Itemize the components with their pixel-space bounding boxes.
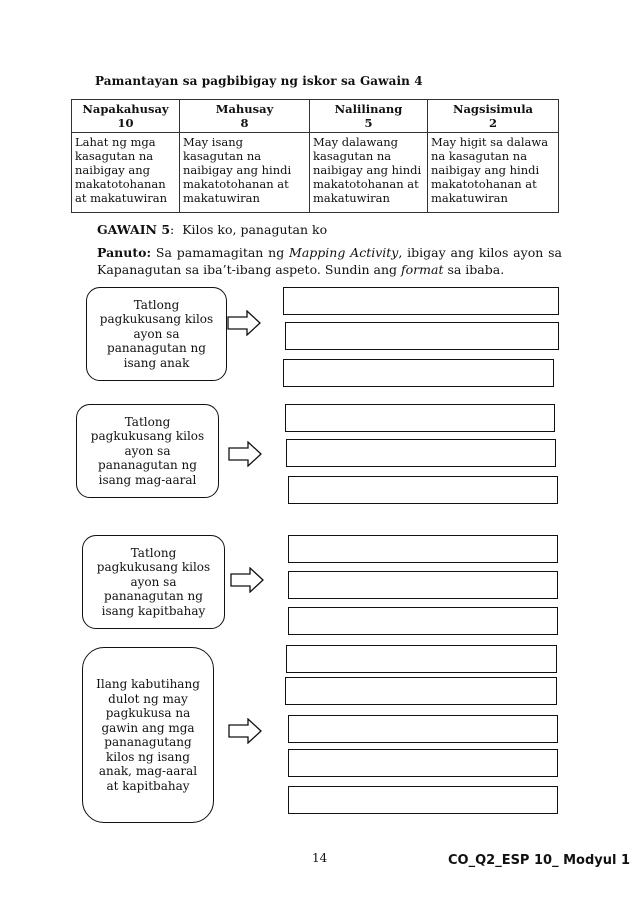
answer-box[interactable] <box>285 404 555 432</box>
answer-box[interactable] <box>288 749 558 777</box>
rubric-cell: May dalawang kasagutan na naibigay ang h… <box>309 132 428 213</box>
right-arrow-icon <box>230 567 264 593</box>
module-code: CO_Q2_ESP 10_ Modyul 1 <box>448 853 631 868</box>
page-number: 14 <box>312 851 328 865</box>
category-box-anak: Tatlong pagkukusang kilos ayon sa panana… <box>86 287 227 381</box>
answer-box[interactable] <box>285 322 559 350</box>
answer-box[interactable] <box>288 715 558 743</box>
rubric-title: Pamantayan sa pagbibigay ng iskor sa Gaw… <box>95 74 423 88</box>
answer-box[interactable] <box>283 359 554 387</box>
answer-box[interactable] <box>283 287 559 315</box>
rubric-desc-row: Lahat ng mga kasagutan na naibigay ang m… <box>71 132 559 213</box>
right-arrow-icon <box>228 441 262 467</box>
answer-box[interactable] <box>285 677 557 705</box>
activity-heading: GAWAIN 5: Kilos ko, panagutan ko <box>97 222 328 237</box>
category-box-kapitbahay: Tatlong pagkukusang kilos ayon sa panana… <box>82 535 225 629</box>
right-arrow-icon <box>227 310 261 336</box>
category-box-mag-aaral: Tatlong pagkukusang kilos ayon sa panana… <box>76 404 219 498</box>
answer-box[interactable] <box>286 645 557 673</box>
answer-box[interactable] <box>288 571 558 599</box>
right-arrow-icon <box>228 718 262 744</box>
instructions-label: Panuto: <box>97 245 152 260</box>
answer-box[interactable] <box>288 535 558 563</box>
answer-box[interactable] <box>288 607 558 635</box>
answer-box[interactable] <box>288 786 558 814</box>
activity-label: GAWAIN 5 <box>97 222 171 237</box>
rubric-cell: May isang kasagutan na naibigay ang hind… <box>179 132 310 213</box>
answer-box[interactable] <box>288 476 558 504</box>
rubric-cell: Lahat ng mga kasagutan na naibigay ang m… <box>71 132 180 213</box>
answer-box[interactable] <box>286 439 556 467</box>
rubric-cell: May higit sa dalawa na kasagutan na naib… <box>427 132 559 213</box>
instructions: Panuto: Sa pamamagitan ng Mapping Activi… <box>97 245 562 277</box>
category-box-kabutihan: Ilang kabutihang dulot ng may pagkukusa … <box>82 647 214 823</box>
activity-title: Kilos ko, panagutan ko <box>182 222 328 237</box>
